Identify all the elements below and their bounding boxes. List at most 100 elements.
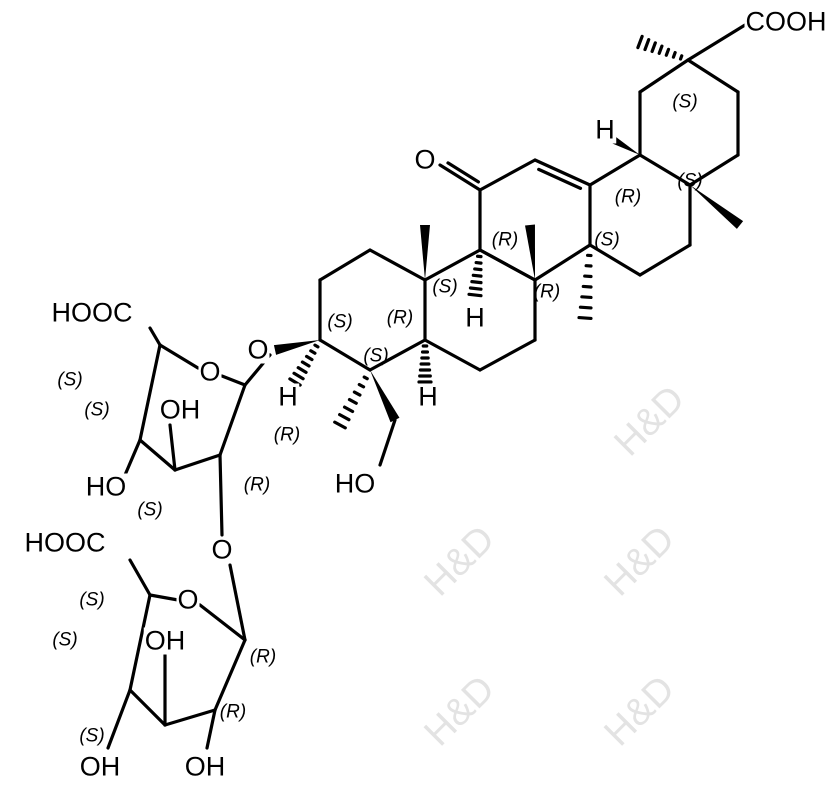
- atom-label: OH: [158, 394, 202, 425]
- hash-bond-segment: [471, 273, 483, 278]
- atom-label: O: [176, 584, 200, 615]
- stereo-descriptor: (R): [533, 281, 561, 303]
- bond: [537, 167, 583, 190]
- atom-label: O: [246, 334, 270, 365]
- bond: [478, 338, 537, 372]
- hash-bond-segment: [470, 280, 483, 285]
- hash-bond-segment: [362, 375, 369, 381]
- hash-bond-segment: [636, 34, 644, 50]
- atom-label: H: [594, 114, 616, 145]
- stereo-descriptor: (R): [491, 229, 519, 251]
- hash-bond-segment: [313, 343, 320, 349]
- bond: [446, 161, 480, 184]
- atom-label: H: [464, 302, 486, 333]
- bond: [163, 708, 217, 727]
- bond: [318, 338, 372, 372]
- bond: [158, 343, 200, 370]
- stereo-descriptor: (R): [243, 474, 271, 496]
- atom-label: O: [210, 534, 234, 565]
- hash-bond-segment: [577, 315, 593, 321]
- hash-bond-segment: [473, 267, 483, 272]
- bond: [213, 638, 247, 712]
- bond: [533, 158, 592, 187]
- hash-bond-segment: [467, 292, 483, 298]
- bond: [123, 438, 142, 477]
- hash-bond-segment: [357, 382, 366, 389]
- bond: [228, 563, 247, 642]
- bond: [138, 343, 162, 442]
- hash-bond-segment: [342, 405, 355, 414]
- bond: [128, 593, 152, 692]
- atom-label: OH: [143, 625, 187, 656]
- atom-label: HOOC: [23, 527, 107, 558]
- bond: [173, 453, 222, 472]
- bond: [318, 248, 372, 282]
- hash-bond-segment: [347, 397, 358, 405]
- hash-bond-segment: [309, 349, 317, 355]
- hash-bond-segment: [352, 390, 362, 397]
- atom-label: H: [417, 381, 439, 412]
- stereo-descriptor: (S): [677, 170, 703, 192]
- bond: [478, 248, 537, 282]
- bond: [638, 58, 690, 94]
- bond: [478, 158, 537, 192]
- bond: [106, 688, 132, 750]
- bond: [148, 326, 162, 347]
- atom-label: OH: [183, 751, 227, 782]
- wedge-bond: [370, 370, 400, 423]
- stereo-descriptor: (R): [614, 186, 642, 208]
- hash-bond-segment: [678, 54, 684, 61]
- stereo-descriptor: (S): [432, 276, 458, 298]
- stereo-descriptor: (R): [249, 646, 277, 668]
- bond: [220, 374, 247, 387]
- stereo-descriptor: (S): [79, 725, 105, 747]
- bond: [198, 603, 247, 642]
- atom-label: OH: [78, 751, 122, 782]
- atom-label: COOH: [744, 6, 828, 37]
- hash-bond-segment: [643, 38, 651, 52]
- hash-bond-segment: [333, 420, 347, 430]
- bond: [638, 243, 692, 277]
- stereo-descriptor: (S): [57, 369, 83, 391]
- hash-bond-segment: [468, 286, 483, 291]
- bond: [423, 338, 482, 372]
- hash-bond-segment: [671, 50, 677, 59]
- atom-label: H: [277, 381, 299, 412]
- bond: [128, 688, 167, 727]
- atom-label: O: [198, 356, 222, 387]
- hash-bond-segment: [304, 354, 314, 362]
- stereo-descriptor: (R): [273, 424, 301, 446]
- wedge-bond: [525, 224, 535, 280]
- hash-bond-segment: [296, 366, 308, 374]
- bond: [638, 153, 692, 187]
- bond: [368, 338, 427, 372]
- hash-bond-segment: [664, 47, 671, 57]
- bond: [218, 453, 224, 537]
- stereo-descriptor: (R): [219, 701, 247, 723]
- bond: [438, 163, 482, 192]
- stereo-descriptor: (S): [52, 629, 78, 651]
- bond: [148, 593, 180, 602]
- hash-bond-segment: [338, 413, 351, 422]
- hash-bond-segment: [474, 260, 483, 265]
- bond: [368, 248, 427, 282]
- stereo-descriptor: (S): [672, 91, 698, 113]
- bond: [588, 243, 642, 277]
- bond: [128, 558, 152, 597]
- bond: [168, 423, 177, 472]
- hash-bond-segment: [300, 360, 311, 368]
- stereo-descriptor: (S): [79, 589, 105, 611]
- wedge-bond: [690, 185, 744, 229]
- stereo-descriptor: (S): [327, 311, 353, 333]
- hash-bond-segment: [578, 305, 593, 310]
- bond: [218, 383, 247, 457]
- stereo-descriptor: (S): [84, 399, 110, 421]
- bond: [205, 708, 217, 750]
- bond: [138, 438, 177, 472]
- hash-bond-segment: [650, 41, 657, 54]
- stereo-descriptor: (S): [594, 229, 620, 251]
- bond: [686, 23, 747, 62]
- atom-label: HO: [333, 468, 377, 499]
- bond: [533, 243, 592, 282]
